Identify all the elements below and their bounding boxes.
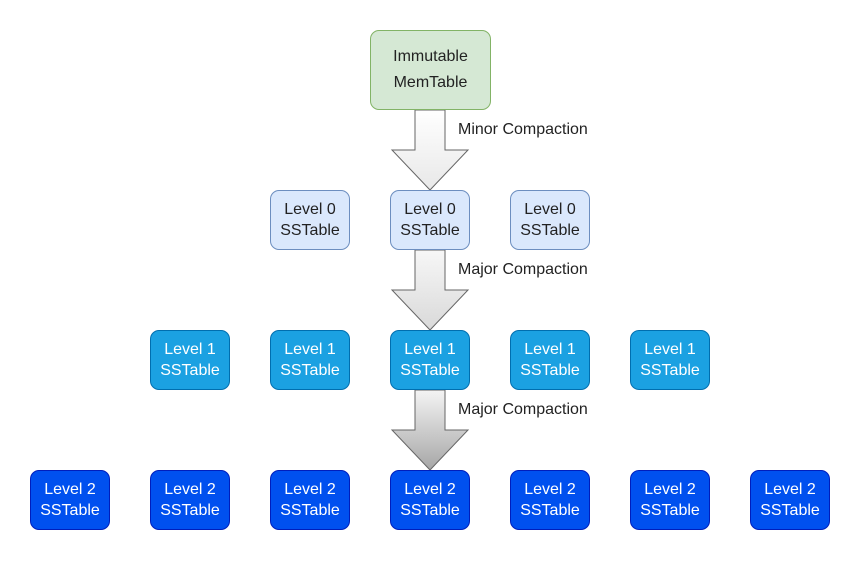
- sstable-type: SSTable: [640, 362, 700, 379]
- level1-sstable: Level 1 SSTable: [390, 330, 470, 390]
- sstable-level: Level 2: [764, 481, 816, 498]
- sstable-level: Level 1: [164, 341, 216, 358]
- level0-sstable: Level 0 SSTable: [510, 190, 590, 250]
- level2-sstable: Level 2 SSTable: [30, 470, 110, 530]
- level2-sstable: Level 2 SSTable: [630, 470, 710, 530]
- level0-sstable: Level 0 SSTable: [390, 190, 470, 250]
- sstable-level: Level 2: [44, 481, 96, 498]
- level0-sstable: Level 0 SSTable: [270, 190, 350, 250]
- major-compaction-arrow-2: [390, 389, 470, 471]
- sstable-level: Level 1: [404, 341, 456, 358]
- major-compaction-arrow-1: [390, 249, 470, 331]
- immutable-memtable-box: Immutable MemTable: [370, 30, 491, 110]
- sstable-type: SSTable: [280, 362, 340, 379]
- sstable-type: SSTable: [400, 362, 460, 379]
- level2-sstable: Level 2 SSTable: [750, 470, 830, 530]
- sstable-type: SSTable: [160, 362, 220, 379]
- level1-sstable: Level 1 SSTable: [150, 330, 230, 390]
- sstable-level: Level 2: [404, 481, 456, 498]
- level2-sstable: Level 2 SSTable: [510, 470, 590, 530]
- sstable-type: SSTable: [520, 502, 580, 519]
- major-compaction-label-1: Major Compaction: [458, 261, 588, 278]
- memtable-label-line1: Immutable: [393, 48, 468, 65]
- level1-sstable: Level 1 SSTable: [510, 330, 590, 390]
- sstable-type: SSTable: [400, 502, 460, 519]
- sstable-level: Level 2: [644, 481, 696, 498]
- sstable-type: SSTable: [520, 222, 580, 239]
- level2-sstable: Level 2 SSTable: [270, 470, 350, 530]
- sstable-level: Level 2: [524, 481, 576, 498]
- sstable-type: SSTable: [280, 502, 340, 519]
- level2-sstable: Level 2 SSTable: [390, 470, 470, 530]
- sstable-type: SSTable: [640, 502, 700, 519]
- sstable-type: SSTable: [40, 502, 100, 519]
- sstable-type: SSTable: [280, 222, 340, 239]
- sstable-type: SSTable: [400, 222, 460, 239]
- major-compaction-label-2: Major Compaction: [458, 401, 588, 418]
- sstable-level: Level 1: [644, 341, 696, 358]
- minor-compaction-arrow: [390, 109, 470, 191]
- sstable-type: SSTable: [520, 362, 580, 379]
- level1-sstable: Level 1 SSTable: [630, 330, 710, 390]
- sstable-level: Level 0: [524, 201, 576, 218]
- sstable-type: SSTable: [760, 502, 820, 519]
- level1-sstable: Level 1 SSTable: [270, 330, 350, 390]
- sstable-level: Level 0: [284, 201, 336, 218]
- sstable-level: Level 1: [524, 341, 576, 358]
- memtable-label-line2: MemTable: [393, 74, 468, 91]
- sstable-level: Level 1: [284, 341, 336, 358]
- sstable-level: Level 0: [404, 201, 456, 218]
- minor-compaction-label: Minor Compaction: [458, 121, 588, 138]
- sstable-type: SSTable: [160, 502, 220, 519]
- sstable-level: Level 2: [164, 481, 216, 498]
- sstable-level: Level 2: [284, 481, 336, 498]
- level2-sstable: Level 2 SSTable: [150, 470, 230, 530]
